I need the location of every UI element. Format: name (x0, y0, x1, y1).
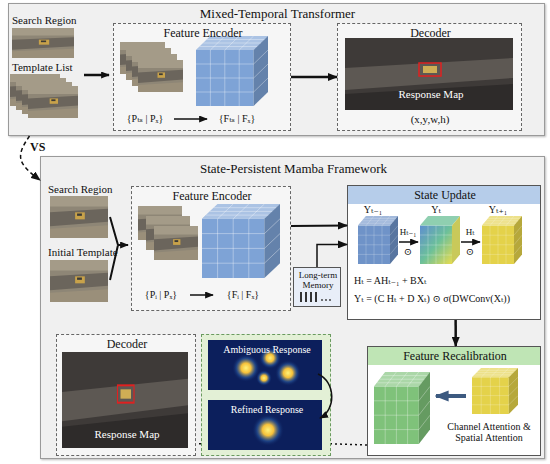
response-box: Ambiguous ResponseRefined Response (201, 334, 331, 456)
box-title: Decoder (338, 27, 523, 40)
framework-panel: Mixed-Temporal TransformerFeature Encode… (8, 3, 545, 136)
recalibration-box: Feature RecalibrationChannel Attention &… (367, 346, 541, 456)
box-title: Feature Encoder (114, 27, 292, 40)
panel-title: Mixed-Temporal Transformer (9, 7, 546, 21)
state-equation: Hₜ = AHₜ₋₁ + BXₜ (354, 275, 538, 286)
token-set: {Pᵢ | Pₓ} (132, 289, 190, 300)
memory-box: Long-term Memory (293, 267, 341, 307)
box-title: Feature Encoder (132, 190, 292, 203)
image-caption: Response Map (347, 88, 515, 100)
hadamard-symbol: ⊙ (460, 246, 480, 257)
input-label: Search Region (12, 14, 92, 26)
state-label: Yₜ (421, 204, 451, 215)
input-label: Template List (12, 61, 92, 73)
state-label: Yₜ₊₁ (483, 204, 513, 215)
input-label: Initial Template (48, 246, 128, 258)
token-set: {Fₜₛ | Fₓ} (208, 113, 266, 124)
image-caption: Response Map (64, 428, 190, 440)
memory-label: Long-term Memory (294, 271, 342, 291)
decoder-box: DecoderResponse Map (56, 334, 196, 456)
hidden-label: Hₜ (455, 228, 485, 238)
box-title: Feature Recalibration (368, 350, 542, 363)
panel-title: State-Persistent Mamba Framework (41, 162, 546, 176)
token-set: {Pₜₛ | Pₓ} (116, 113, 174, 124)
output-label: (x,y,w,h) (380, 113, 480, 125)
image-caption: Refined Response (210, 404, 324, 415)
attention-note: Channel Attention & Spatial Attention (438, 421, 540, 443)
output-equation: Yₜ = (C Hₜ + D Xₜ) ⊙ σ(DWConv(Xₜ)) (354, 293, 538, 304)
token-set: {Fᵢ | Fₓ} (214, 289, 272, 300)
hidden-label: Hₜ₋₁ (393, 228, 423, 238)
input-label: Search Region (48, 183, 128, 195)
box-title: Decoder (57, 338, 197, 351)
image-caption: Ambiguous Response (210, 344, 324, 355)
box-title: State Update (348, 189, 542, 202)
edge-label: VS (30, 141, 45, 154)
framework-panel: State-Persistent Mamba FrameworkFeature … (40, 156, 545, 459)
state-label: Yₜ₋₁ (358, 204, 388, 215)
hadamard-symbol: ⊙ (398, 246, 418, 257)
